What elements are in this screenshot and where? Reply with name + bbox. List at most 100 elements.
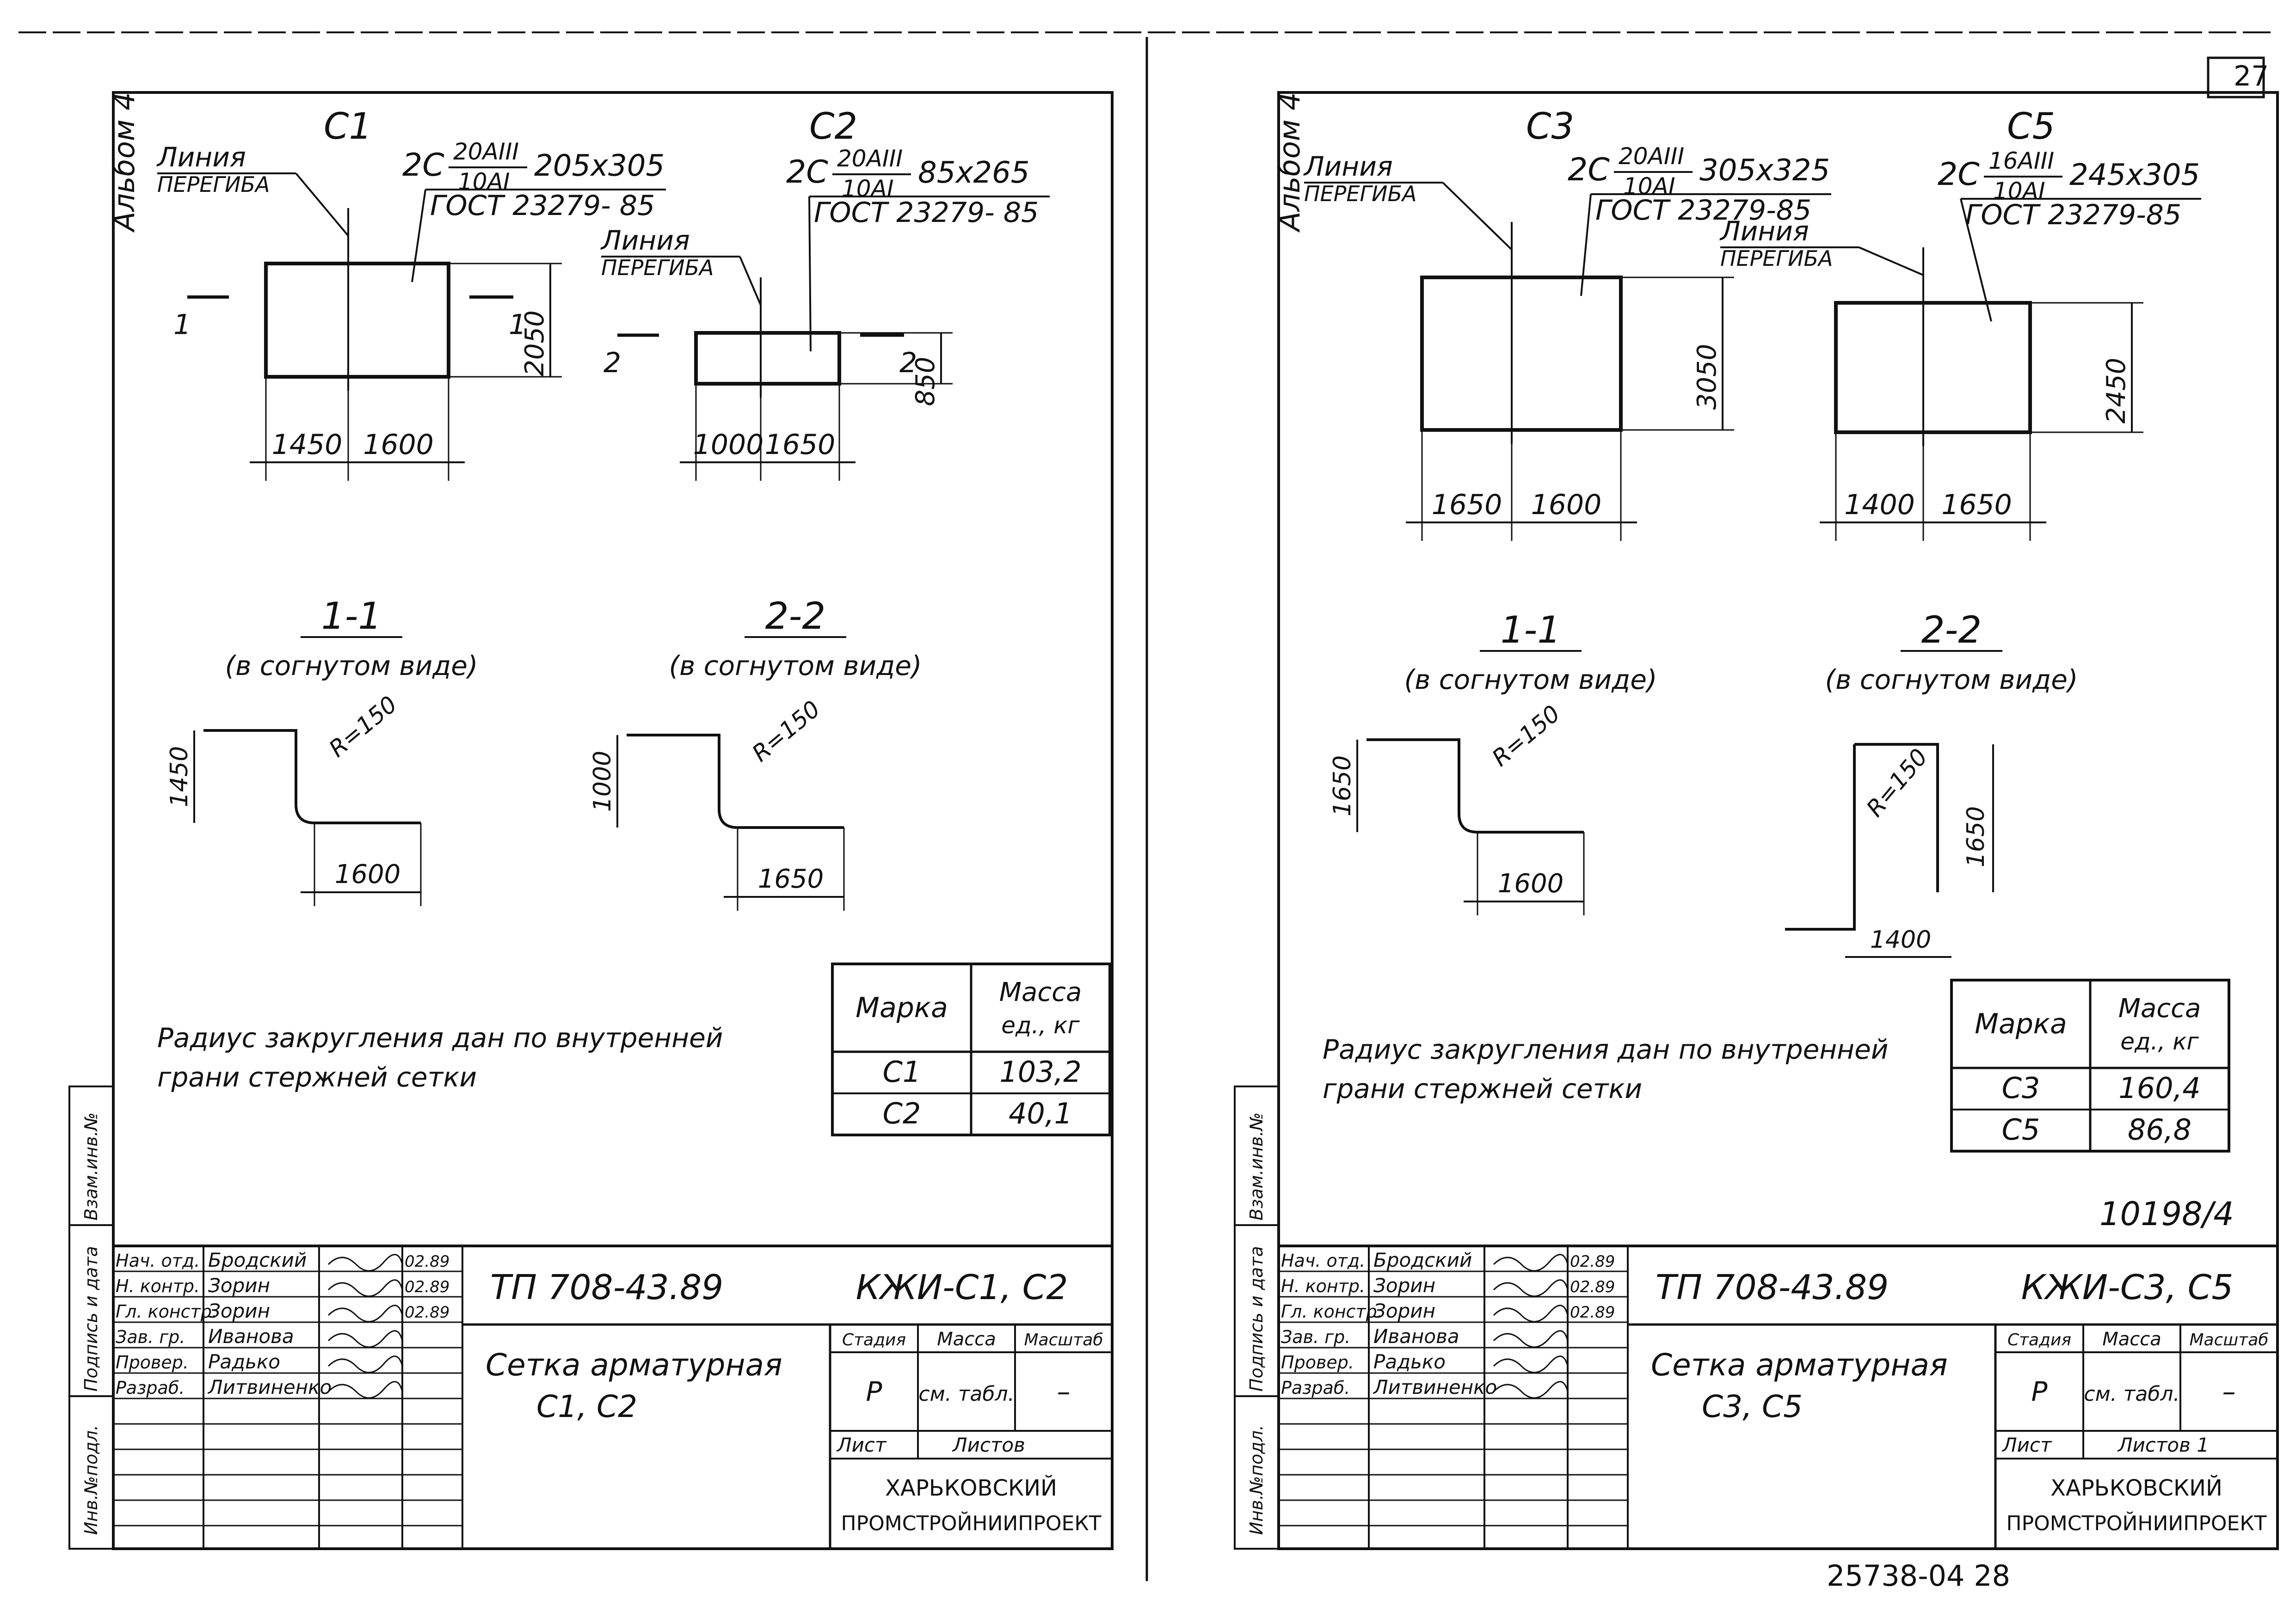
drawing-title: С3, С5	[1702, 1389, 1803, 1424]
mass-cell: 160,4	[2118, 1071, 2201, 1105]
signature	[327, 1330, 403, 1348]
signature	[1493, 1330, 1569, 1348]
bend-line-label: Линия	[156, 141, 246, 173]
bend-line-label: ПЕРЕГИБА	[157, 172, 270, 197]
role-label: Н. контр.	[1281, 1276, 1365, 1296]
person-name: Радько	[1373, 1350, 1446, 1373]
project-number: ТП 708-43.89	[490, 1268, 723, 1307]
drawing-code: КЖИ-С3, С5	[2021, 1268, 2234, 1307]
dim-width-right: 1650	[1941, 489, 2012, 521]
cut-mark-label: 2	[899, 347, 917, 379]
sheet-frame	[112, 91, 1114, 1550]
mass-value: см. табл.	[918, 1382, 1014, 1406]
section-width: 1650	[758, 864, 824, 894]
section-subtitle: (в согнутом виде)	[1404, 664, 1657, 695]
section-title: 1-1	[321, 595, 382, 638]
section-profile	[627, 734, 844, 829]
signature	[327, 1279, 403, 1297]
bend-line-label: ПЕРЕГИБА	[1304, 181, 1417, 206]
section-height: 1650	[1329, 755, 1356, 816]
bend-leader	[1859, 246, 1924, 276]
drawing-title: Сетка арматурная	[1651, 1347, 1948, 1383]
spec-top: 20АIII	[1619, 143, 1684, 170]
sheet-frame	[1277, 91, 2279, 1550]
sign-date: 02.89	[1570, 1303, 1615, 1322]
mass-cell: 86,8	[2128, 1113, 2191, 1147]
mesh-outline	[1834, 301, 2032, 434]
col-mass-header: Масса	[999, 977, 1082, 1007]
bend-line-label: Линия	[1719, 215, 1809, 247]
mass-header: Масса	[937, 1329, 996, 1350]
dim-width-left: 1650	[1432, 489, 1502, 521]
cut-mark-label: 1	[173, 309, 191, 341]
spec-bottom: 10АI	[1993, 178, 2045, 204]
section-height: 1450	[166, 746, 193, 807]
role-label: Нач. отд.	[1281, 1251, 1365, 1271]
dim-width-left: 1000	[693, 429, 764, 461]
role-label: Разраб.	[116, 1378, 185, 1398]
person-name: Зорин	[208, 1300, 270, 1322]
section-subtitle: (в согнутом виде)	[669, 650, 922, 681]
person-name: Иванова	[208, 1325, 294, 1348]
role-label: Нач. отд.	[116, 1251, 200, 1271]
dim-height: 2050	[520, 310, 550, 376]
sign-date: 02.89	[405, 1252, 449, 1271]
mesh-label: С3	[1526, 106, 1574, 147]
section-title: 2-2	[1921, 608, 1982, 651]
sheet-header: Лист	[2001, 1434, 2052, 1456]
person-name: Радько	[208, 1350, 280, 1373]
dim-width-left: 1450	[272, 429, 343, 461]
side-label: Подпись и дата	[81, 1246, 101, 1392]
bend-line-label: Линия	[1303, 151, 1393, 182]
person-name: Зорин	[1373, 1300, 1435, 1322]
mass-header: Масса	[2102, 1329, 2161, 1350]
album-label: Альбом 4	[107, 92, 141, 233]
section-title: 2-2	[765, 595, 826, 638]
dim-width-right: 1650	[765, 429, 836, 461]
scale-header: Масштаб	[2189, 1331, 2268, 1349]
cut-mark-label: 1	[509, 309, 526, 341]
stage-value: Р	[2031, 1376, 2048, 1407]
bend-line-label: Линия	[600, 225, 690, 256]
org-name: ПРОМСТРОЙНИИПРОЕКТ	[841, 1511, 1102, 1535]
section-profile	[1367, 738, 1584, 834]
spec-prefix: 2С	[402, 147, 444, 184]
person-name: Зорин	[208, 1274, 270, 1297]
mark-cell: С1	[883, 1055, 921, 1089]
org-name: ПРОМСТРОЙНИИПРОЕКТ	[2007, 1511, 2267, 1535]
section-height: 1650	[1962, 806, 1990, 867]
signature	[1493, 1254, 1569, 1272]
sheet-ref: 10198/4	[2099, 1195, 2234, 1233]
spec-top: 20АIII	[453, 138, 519, 165]
cut-mark-label: 2	[603, 347, 621, 379]
section-radius: R=150	[1861, 744, 1933, 822]
mesh-outline	[1420, 276, 1623, 432]
sign-date: 02.89	[1570, 1278, 1615, 1296]
section-profile	[1785, 743, 1939, 931]
leader	[1580, 194, 1592, 296]
mesh-label: С5	[2007, 106, 2055, 147]
mark-cell: С5	[2002, 1113, 2040, 1147]
side-label: Инв.№подл.	[1246, 1425, 1267, 1535]
section-profile	[203, 729, 421, 824]
signature	[1493, 1381, 1569, 1399]
gost-label: ГОСТ 23279-85	[1965, 199, 2181, 231]
sign-date: 02.89	[405, 1278, 449, 1296]
signature	[327, 1305, 403, 1323]
org-name: ХАРЬКОВСКИЙ	[885, 1475, 1057, 1501]
signature	[1493, 1279, 1569, 1297]
col-mark-header: Марка	[856, 992, 948, 1024]
col-mass-header: Масса	[2118, 994, 2201, 1024]
role-label: Зав. гр.	[116, 1327, 185, 1347]
dim-width-left: 1400	[1844, 489, 1915, 521]
bend-leader	[739, 256, 762, 306]
